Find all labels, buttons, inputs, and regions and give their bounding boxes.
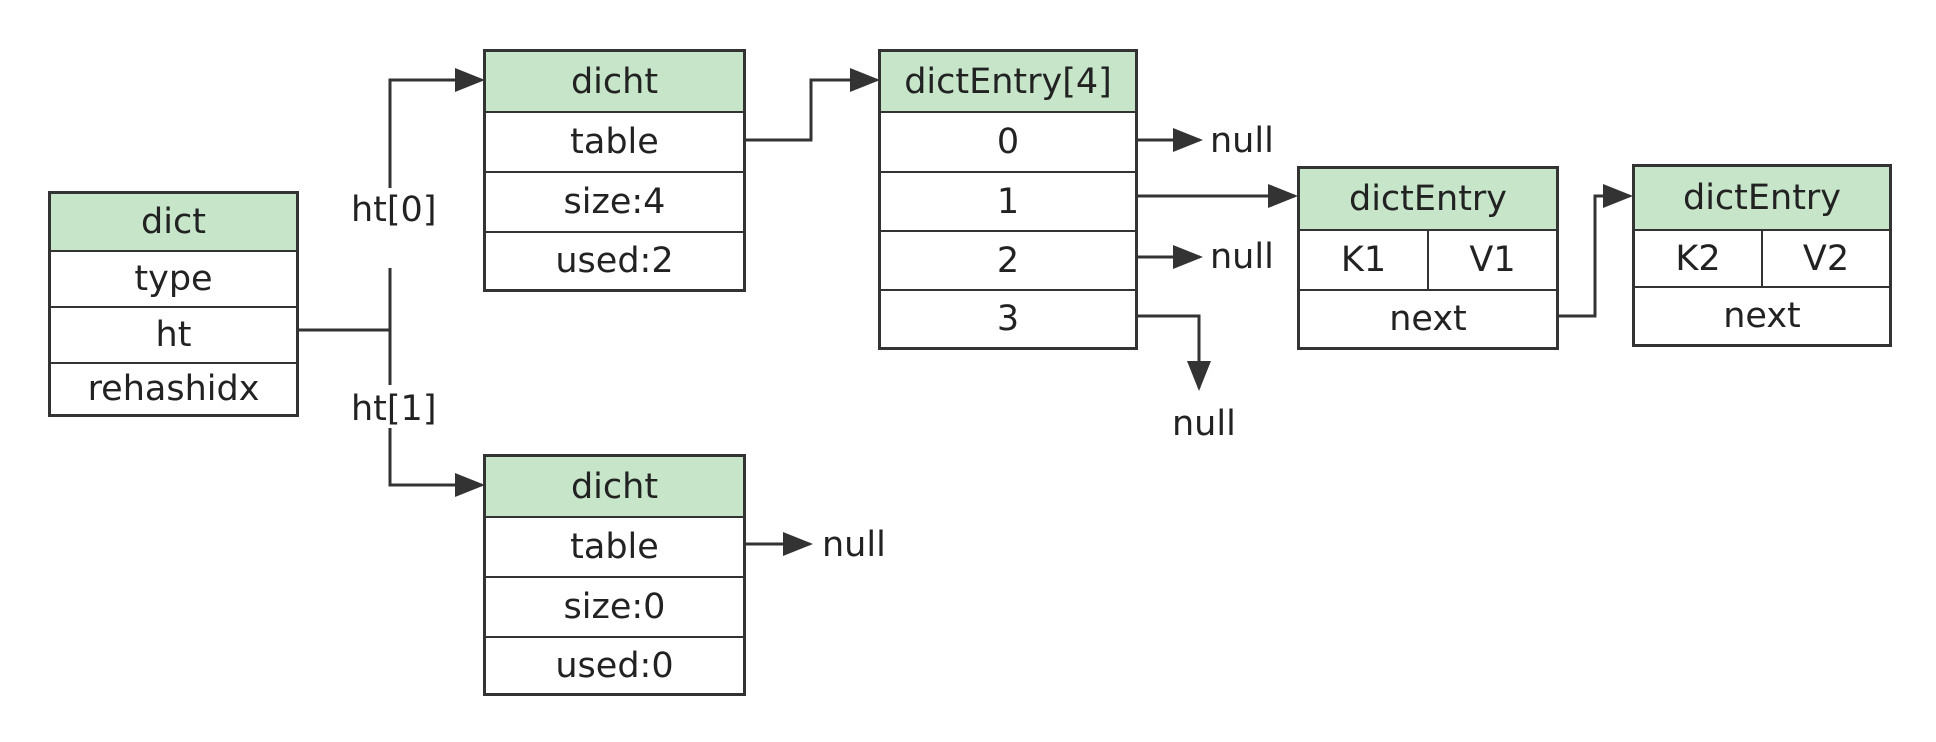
entry-array-header: dictEntry[4] [881, 52, 1135, 111]
dict-field-type: type [51, 250, 296, 306]
dicht1-field-used: used:0 [486, 636, 743, 693]
dicht1-field-size: size:0 [486, 576, 743, 636]
ht1-label: ht[1] [351, 389, 437, 429]
dicht0-header: dicht [486, 52, 743, 111]
dicht1-box: dicht table size:0 used:0 [483, 454, 746, 696]
ht0-label: ht[0] [351, 190, 437, 230]
table-to-array-arrow [744, 68, 880, 142]
dict-header: dict [51, 194, 296, 250]
entry-array-slot-3: 3 [881, 289, 1135, 347]
entry2-kv-row: K2 V2 [1635, 229, 1889, 286]
entry1-header: dictEntry [1300, 169, 1556, 229]
entry-array-box: dictEntry[4] 0 1 2 3 [878, 49, 1138, 350]
entry2-value: V2 [1761, 231, 1889, 286]
dicht0-field-table: table [486, 111, 743, 171]
entry1-kv-row: K1 V1 [1300, 229, 1556, 289]
entry-array-slot-0: 0 [881, 111, 1135, 171]
entry2-key: K2 [1675, 238, 1721, 279]
entry-array-slot-1: 1 [881, 171, 1135, 230]
dict-box: dict type ht rehashidx [48, 191, 299, 417]
entry1-key: K1 [1340, 240, 1387, 280]
entry1-value: V1 [1427, 231, 1556, 289]
entry1-next: next [1300, 289, 1556, 347]
dicht1-table-null: null [822, 525, 886, 565]
dicht1-field-table: table [486, 516, 743, 576]
dict-field-rehashidx: rehashidx [51, 362, 296, 414]
slot0-null: null [1210, 121, 1274, 161]
dicht0-box: dicht table size:4 used:2 [483, 49, 746, 292]
slot3-null-arrow [1136, 314, 1211, 391]
slot3-null: null [1172, 404, 1236, 444]
dicht1-header: dicht [486, 457, 743, 516]
entry1-box: dictEntry K1 V1 next [1297, 166, 1559, 350]
entry2-header: dictEntry [1635, 167, 1889, 229]
slot2-null: null [1210, 237, 1274, 277]
entry2-next: next [1635, 286, 1889, 344]
entry2-box: dictEntry K2 V2 next [1632, 164, 1892, 347]
dicht0-field-used: used:2 [486, 231, 743, 289]
dict-field-ht: ht [51, 306, 296, 362]
next-arrow [1557, 184, 1633, 318]
dicht0-field-size: size:4 [486, 171, 743, 231]
entry-array-slot-2: 2 [881, 230, 1135, 289]
